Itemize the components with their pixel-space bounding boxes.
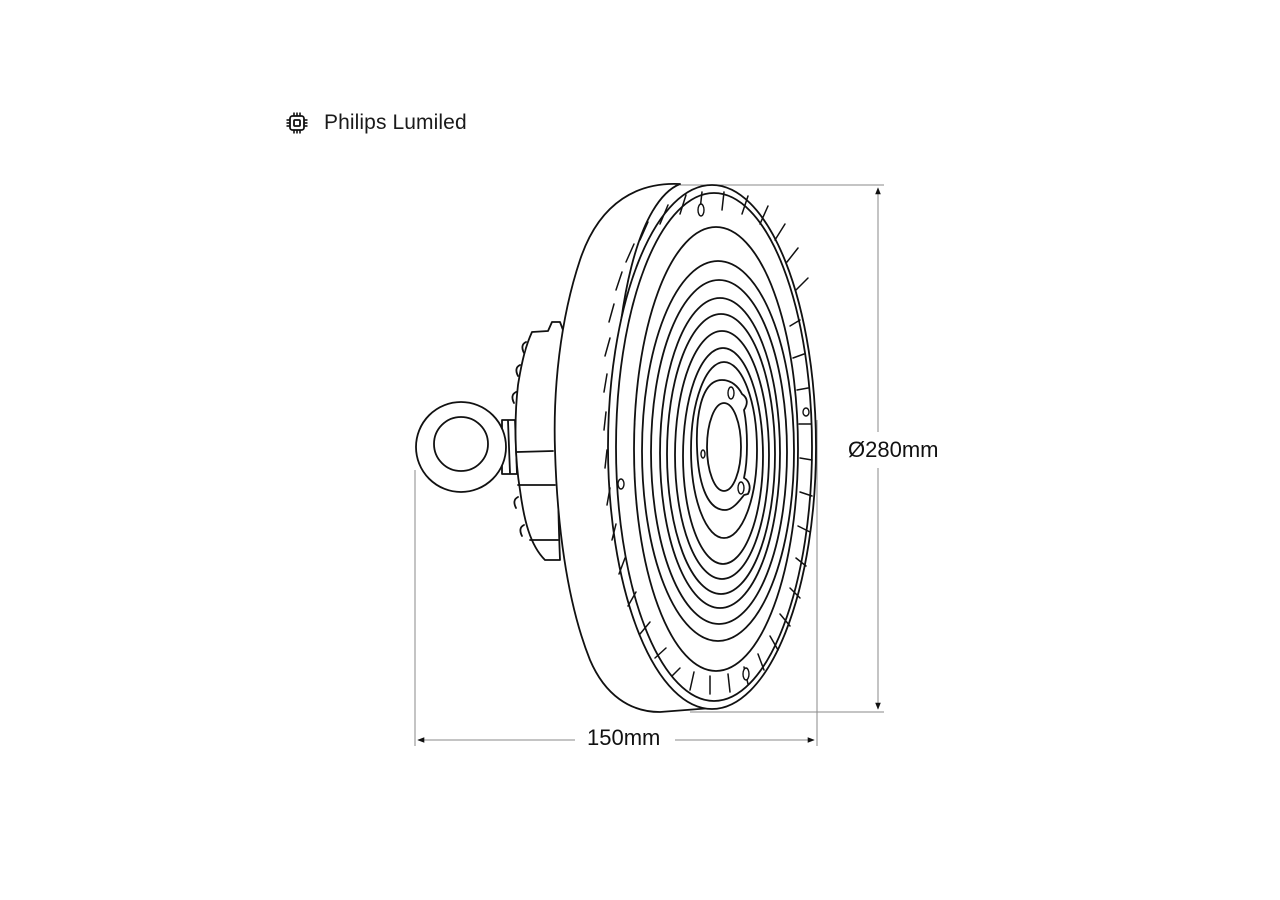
fin-ring-outer [615, 192, 813, 702]
chip-icon [286, 112, 308, 134]
eye-bolt-hanger [415, 401, 518, 493]
concentric-rings [641, 260, 795, 642]
center-hub [695, 379, 751, 511]
fin-ring-inner [633, 226, 799, 672]
depth-dimension-label: 150mm [583, 727, 665, 749]
diameter-dimension-label: Ø280mm [848, 437, 939, 462]
fin-slots [603, 191, 813, 695]
chip-label-row: Philips Lumiled [284, 110, 467, 136]
led-brand-label: Philips Lumiled [324, 111, 467, 134]
